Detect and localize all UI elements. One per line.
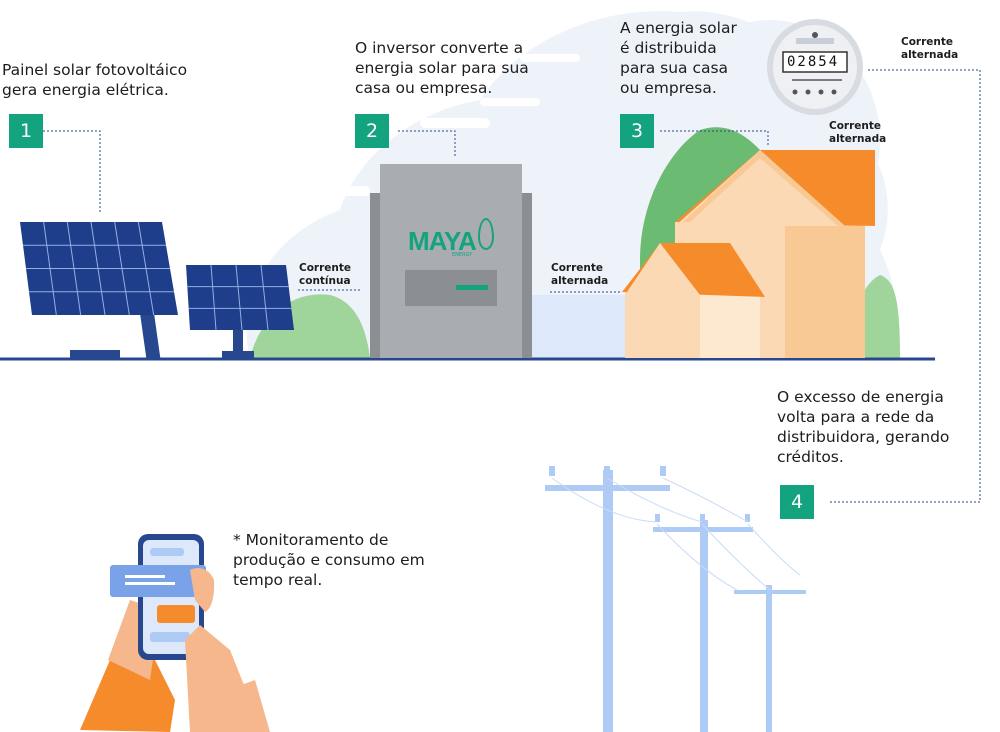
solar-panel-small: [186, 264, 294, 359]
label-ac-current-house: Corrente alternada: [829, 120, 887, 145]
inverter-brand-sub: ENERGY: [452, 252, 473, 258]
step-2-badge: 2: [355, 114, 389, 148]
step-1-text: Painel solar fotovoltáico gera energia e…: [2, 61, 188, 99]
step-3-text: A energia solar é distribuida para sua c…: [620, 19, 737, 97]
house: [622, 150, 875, 358]
monitoring-note: * Monitoramento de produção e consumo em…: [233, 531, 425, 589]
solar-panel-large: [20, 221, 178, 359]
step-4-badge: 4: [780, 485, 814, 519]
step-1-badge: 1: [9, 114, 43, 148]
power-wires: [551, 477, 801, 591]
electric-meter: [767, 19, 863, 115]
water-area: [530, 295, 630, 358]
label-ac-current-meter: Corrente alternada: [901, 36, 959, 61]
connector-lines: [43, 69, 981, 503]
inverter: [370, 164, 532, 358]
step-3-badge: 3: [620, 114, 654, 148]
inverter-brand: MAYA: [408, 226, 477, 256]
label-ac-current-inverter: Corrente alternada: [551, 262, 609, 287]
cloud-shapes: [300, 54, 580, 196]
step-2-text: O inversor converte a energia solar para…: [355, 39, 529, 97]
leaf-icon: [478, 218, 494, 250]
meter-reading: 02854: [787, 54, 840, 70]
label-dc-current: Corrente contínua: [299, 262, 352, 287]
power-poles: [545, 466, 806, 732]
phone-hand-illustration: [80, 534, 270, 732]
step-4-text: O excesso de energia volta para a rede d…: [777, 388, 950, 466]
